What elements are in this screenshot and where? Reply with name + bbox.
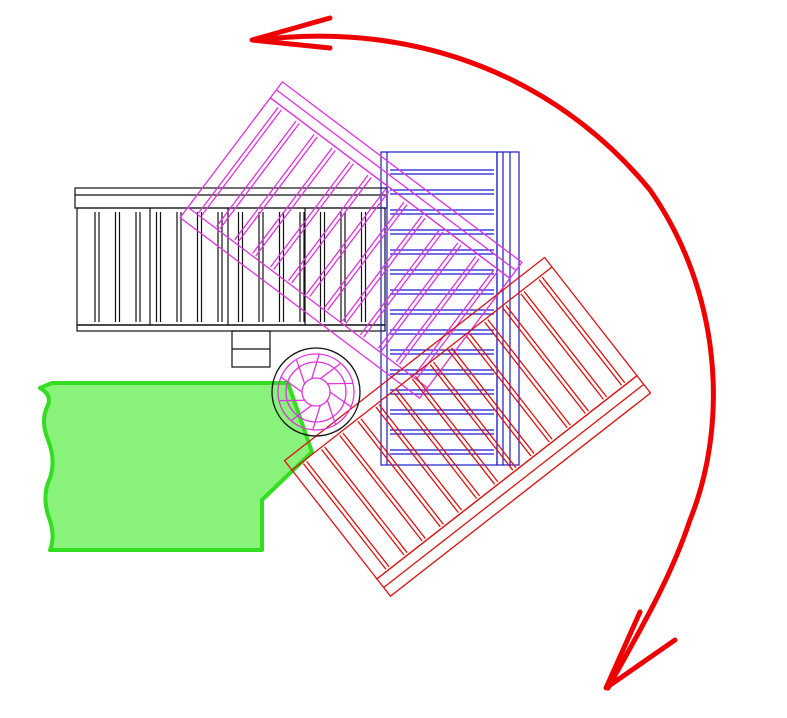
roller: [523, 290, 608, 398]
roller: [505, 305, 589, 412]
roller: [219, 123, 300, 230]
position-blue-conveyor: [380, 151, 520, 466]
roller: [466, 335, 550, 443]
roller: [393, 392, 478, 499]
hub-spoke: [319, 362, 342, 380]
hub-spoke: [312, 405, 321, 431]
central-hub: [271, 347, 361, 437]
hub-spoke: [326, 400, 337, 425]
hub-spoke: [295, 359, 306, 384]
roller: [377, 242, 459, 349]
roller: [360, 418, 444, 525]
roller: [502, 307, 586, 414]
roller: [357, 420, 441, 528]
roller: [469, 333, 553, 440]
hub-spoke: [290, 404, 313, 422]
roller: [273, 163, 354, 270]
roller: [305, 188, 387, 295]
roller: [216, 120, 297, 227]
roller: [327, 204, 408, 311]
roller: [270, 161, 351, 268]
roller: [201, 109, 282, 216]
roller: [447, 350, 532, 457]
roller: [291, 177, 372, 284]
roller: [342, 432, 426, 539]
roller: [396, 390, 481, 497]
roller: [381, 244, 462, 352]
roller: [309, 190, 390, 297]
roller: [341, 215, 423, 322]
roller: [237, 136, 318, 243]
roller: [411, 378, 496, 485]
roller: [255, 150, 336, 257]
arrow-arc: [255, 33, 716, 691]
roller: [432, 361, 517, 469]
arrow-head-end: [603, 609, 678, 691]
roller: [345, 217, 426, 324]
roller: [451, 347, 535, 454]
roller: [413, 269, 495, 376]
green-floor-platform: [38, 381, 314, 552]
roller: [520, 293, 604, 400]
roller: [487, 319, 571, 426]
roller: [484, 321, 568, 429]
arrow-head-start: [249, 15, 333, 51]
roller: [288, 174, 369, 281]
hub-spoke: [311, 353, 320, 379]
roller: [378, 404, 463, 511]
roller: [323, 201, 405, 309]
roller: [429, 364, 514, 471]
roller: [359, 228, 441, 336]
roller: [541, 276, 626, 384]
rotation-arrow: [249, 15, 716, 691]
roller: [321, 449, 405, 556]
position-magenta-conveyor: [179, 80, 523, 400]
roller: [324, 446, 408, 554]
roller: [234, 134, 315, 241]
roller: [395, 256, 477, 363]
roller: [302, 463, 387, 570]
roller: [363, 231, 444, 338]
roller: [399, 258, 480, 365]
roller: [306, 460, 390, 568]
roller: [198, 107, 279, 214]
roller: [414, 375, 499, 483]
position-red-conveyor: [283, 256, 652, 598]
hub-spoke: [329, 391, 352, 408]
roller: [339, 434, 423, 542]
roller: [252, 147, 333, 254]
hub-spoke: [280, 376, 303, 393]
roller: [538, 279, 623, 386]
roller: [375, 406, 459, 514]
